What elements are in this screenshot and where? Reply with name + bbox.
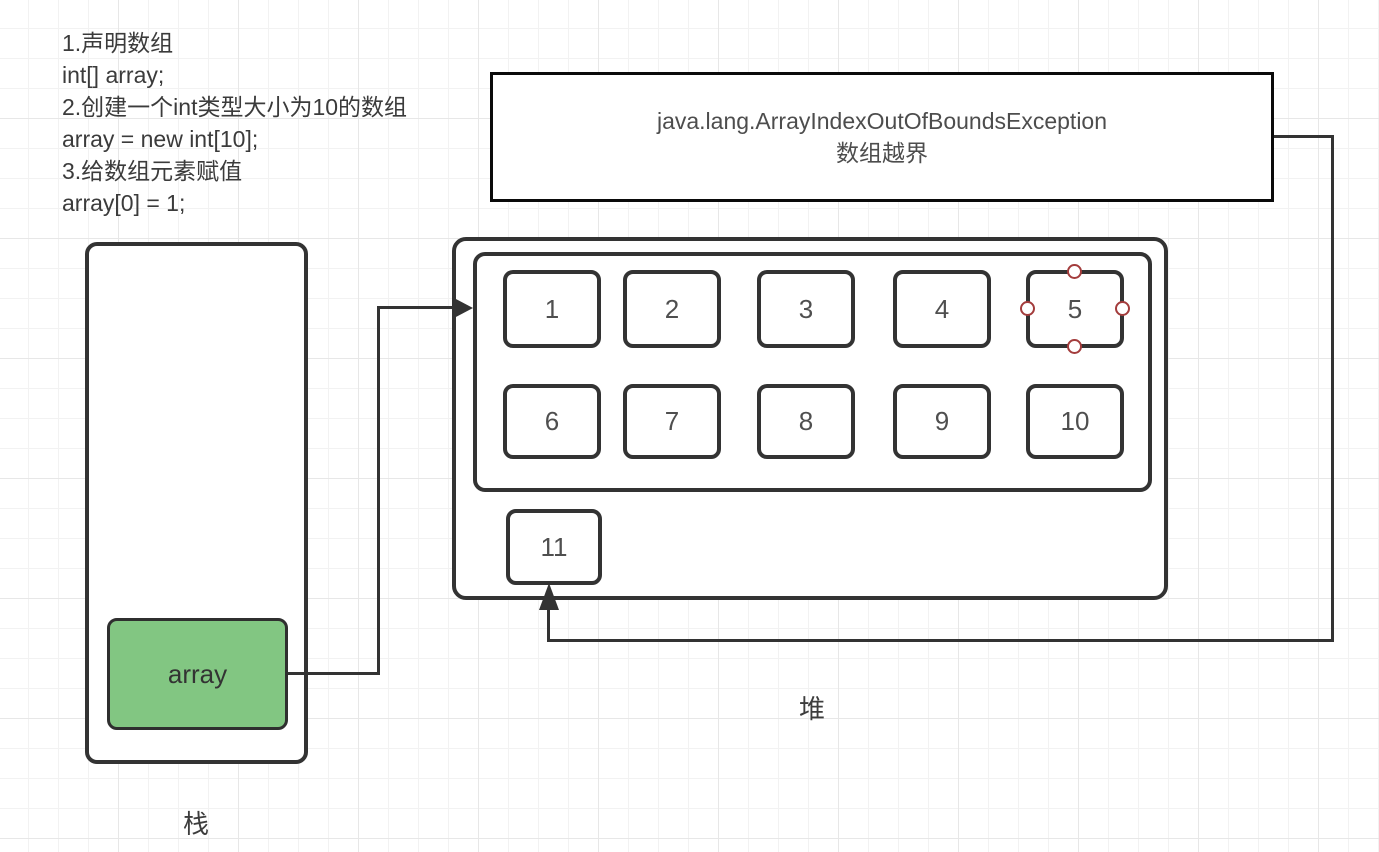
code-line-6: array[0] = 1; [62, 190, 186, 216]
exception-text-line2: 数组越界 [836, 140, 928, 166]
array-cell-8[interactable]: 8 [757, 384, 855, 459]
code-line-3: 2.创建一个int类型大小为10的数组 [62, 94, 408, 120]
array-cell-6-value: 6 [544, 406, 560, 436]
heap-label: 堆 [798, 694, 825, 724]
connector-exception-to-cell11-arrowhead-icon [539, 583, 559, 610]
connection-handle-left[interactable] [1020, 301, 1035, 316]
array-cell-11-value: 11 [540, 531, 568, 562]
connector-exception-to-cell11[interactable] [547, 639, 1334, 642]
code-line-1: 1.声明数组 [62, 30, 174, 56]
array-cell-7[interactable]: 7 [623, 384, 721, 459]
code-note[interactable]: 1.声明数组 int[] array; 2.创建一个int类型大小为10的数组 … [62, 27, 407, 219]
connection-handle-bottom[interactable] [1067, 339, 1082, 354]
exception-box[interactable]: java.lang.ArrayIndexOutOfBoundsException… [490, 72, 1274, 202]
heap-container[interactable]: 1 2 3 4 5 6 7 [452, 237, 1168, 600]
stack-label: 栈 [182, 809, 209, 839]
code-line-4: array = new int[10]; [62, 126, 259, 152]
array-reference-label: array [167, 658, 228, 689]
array-cell-5-value: 5 [1067, 293, 1083, 324]
array-cell-4-value: 4 [934, 293, 950, 324]
connector-exception-to-cell11[interactable] [547, 608, 550, 641]
connector-exception-to-cell11[interactable] [1331, 135, 1334, 642]
array-cell-8-value: 8 [798, 406, 814, 436]
connector-array-to-heap[interactable] [377, 306, 380, 675]
connection-handle-right[interactable] [1115, 301, 1130, 316]
code-line-2: int[] array; [62, 62, 165, 88]
array-cell-10-value: 10 [1060, 406, 1090, 436]
array-cell-7-value: 7 [664, 406, 680, 436]
connector-exception-to-cell11[interactable] [1274, 135, 1334, 138]
array-cell-9-value: 9 [934, 406, 950, 436]
array-cell-6[interactable]: 6 [503, 384, 601, 459]
array-cell-2[interactable]: 2 [623, 270, 721, 348]
connector-array-to-heap-arrowhead-icon [454, 298, 473, 318]
connection-handle-top[interactable] [1067, 264, 1082, 279]
array-reference-shape[interactable]: array [107, 618, 288, 730]
array-cell-3[interactable]: 3 [757, 270, 855, 348]
array-cell-4[interactable]: 4 [893, 270, 991, 348]
array-cell-2-value: 2 [664, 293, 680, 324]
array-cell-11-out-of-bounds[interactable]: 11 [506, 509, 602, 585]
array-cell-10[interactable]: 10 [1026, 384, 1124, 459]
array-object-container[interactable]: 1 2 3 4 5 6 7 [473, 252, 1152, 492]
array-cell-5-selected[interactable]: 5 [1020, 264, 1130, 354]
array-cell-1[interactable]: 1 [503, 270, 601, 348]
array-cell-9[interactable]: 9 [893, 384, 991, 459]
connector-array-to-heap[interactable] [288, 672, 380, 675]
exception-text-line1: java.lang.ArrayIndexOutOfBoundsException [656, 108, 1108, 134]
connector-array-to-heap[interactable] [377, 306, 457, 309]
array-cell-3-value: 3 [798, 293, 814, 324]
code-line-5: 3.给数组元素赋值 [62, 158, 243, 184]
array-cell-1-value: 1 [544, 293, 560, 324]
